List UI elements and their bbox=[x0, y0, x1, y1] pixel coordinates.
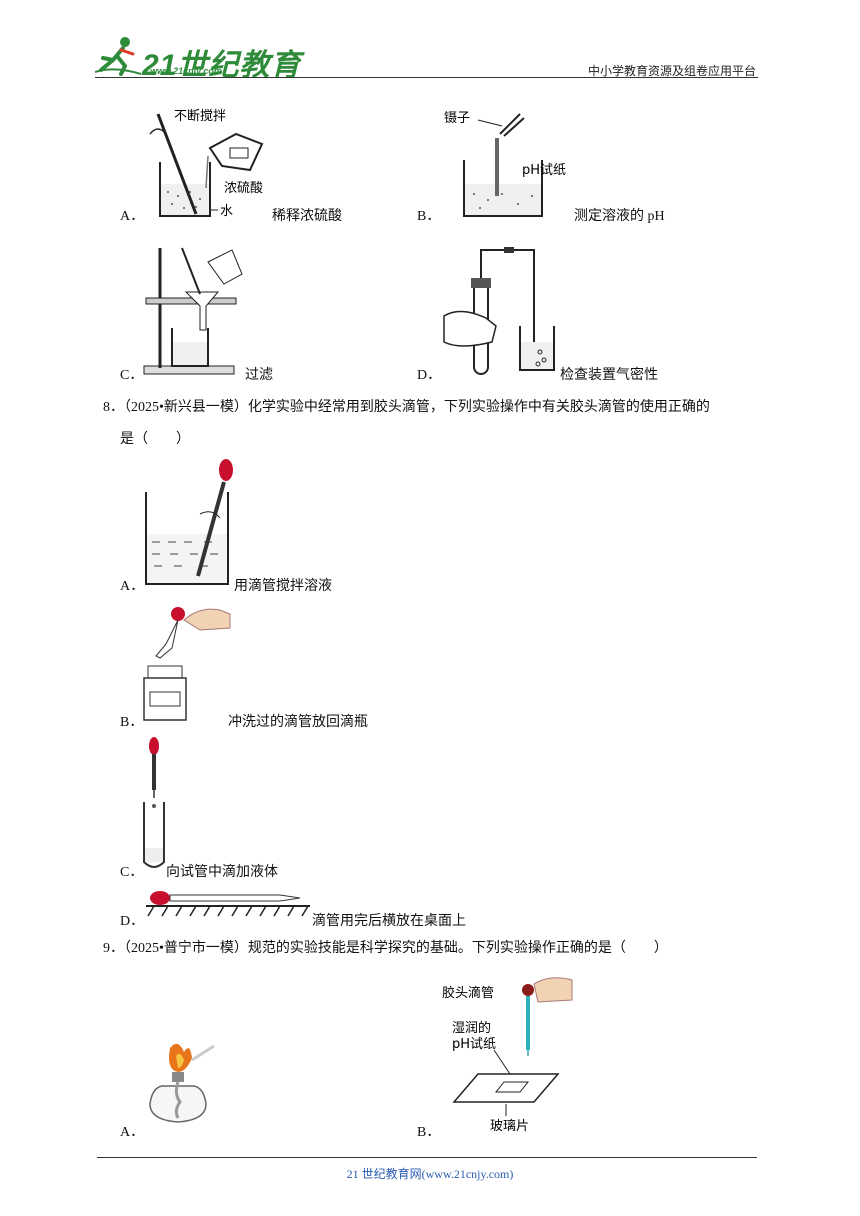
label-ph-paper: pH试纸 bbox=[522, 163, 566, 178]
question-stem: 8．（2025•新兴县一模）化学实验中经常用到胶头滴管，下列实验操作中有关胶头滴… bbox=[103, 400, 710, 415]
stir-with-dropper-figure bbox=[145, 459, 233, 585]
platform-name: 中小学教育资源及组卷应用平台 bbox=[587, 64, 756, 78]
option-letter: B． bbox=[120, 715, 144, 730]
footer-text[interactable]: 21 世纪教育网(www.21cnjy.com) bbox=[346, 1167, 514, 1181]
question-stem: 9．（2025•普宁市一模）规范的实验技能是科学探究的基础。下列实验操作正确的是… bbox=[103, 941, 668, 956]
runner-logo-icon bbox=[95, 37, 142, 76]
alcohol-lamp-figure bbox=[149, 1043, 215, 1123]
dilution-figure: 不断搅拌 浓硫酸 水 bbox=[149, 108, 264, 219]
option-letter: C． bbox=[120, 368, 144, 383]
option-letter: B． bbox=[417, 209, 441, 224]
dropper-on-desk-figure bbox=[146, 891, 310, 917]
ph-test-figure: 镊子 pH试纸 bbox=[444, 111, 566, 217]
dropper-to-bottle-figure bbox=[143, 607, 231, 721]
add-drops-test-tube-figure bbox=[143, 737, 165, 868]
option-caption: 稀释浓硫酸 bbox=[272, 209, 342, 224]
option-letter: A． bbox=[120, 579, 145, 594]
airtightness-figure bbox=[443, 247, 555, 375]
label-dropper: 胶头滴管 bbox=[442, 985, 494, 1001]
option-caption: 向试管中滴加液体 bbox=[166, 865, 278, 880]
question-stem-cont: 是（ ） bbox=[120, 432, 190, 447]
footer-rule bbox=[97, 1157, 757, 1158]
option-letter: A． bbox=[120, 1125, 145, 1140]
label-glass: 玻璃片 bbox=[490, 1119, 529, 1134]
label-ph-paper: pH试纸 bbox=[452, 1037, 496, 1052]
ph-on-glass-figure: 胶头滴管 湿润的 pH试纸 玻璃片 bbox=[442, 977, 573, 1134]
label-tweezers: 镊子 bbox=[444, 111, 470, 126]
option-letter: B． bbox=[417, 1125, 441, 1140]
header-rule bbox=[95, 77, 758, 78]
option-caption: 冲洗过的滴管放回滴瓶 bbox=[228, 715, 368, 730]
option-caption: 过滤 bbox=[245, 368, 273, 383]
logo-url: www.21cnjy.com bbox=[150, 66, 222, 76]
option-letter: D． bbox=[417, 368, 442, 383]
option-letter: A． bbox=[120, 209, 145, 224]
option-caption: 滴管用完后横放在桌面上 bbox=[312, 914, 466, 929]
filtration-figure bbox=[143, 247, 243, 375]
option-caption: 检查装置气密性 bbox=[560, 368, 658, 383]
label-water: 水 bbox=[220, 204, 233, 219]
label-wet: 湿润的 bbox=[452, 1020, 491, 1036]
option-caption: 用滴管搅拌溶液 bbox=[234, 579, 332, 594]
logo-text: 21世纪教育 bbox=[142, 49, 302, 82]
option-letter: C． bbox=[120, 865, 144, 880]
option-letter: D． bbox=[120, 914, 145, 929]
option-caption: 测定溶液的 pH bbox=[574, 209, 665, 224]
label-stir: 不断搅拌 bbox=[174, 108, 226, 124]
label-conc-acid: 浓硫酸 bbox=[224, 181, 263, 196]
